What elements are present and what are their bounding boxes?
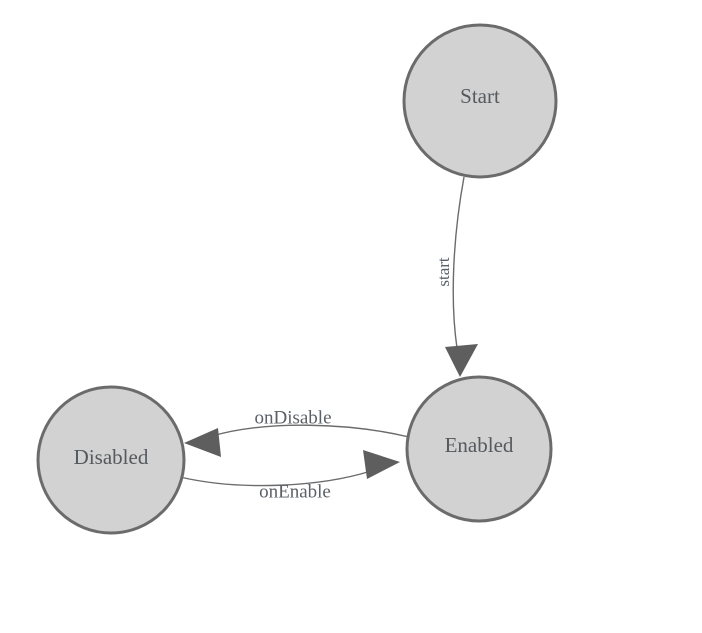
edge-disabled-to-enabled[interactable]: onEnable xyxy=(179,450,400,502)
edge-start-to-enabled[interactable]: start xyxy=(434,176,478,377)
edge-start-to-enabled-line xyxy=(452,176,465,349)
state-node-start[interactable]: Start xyxy=(402,23,558,179)
state-node-disabled-circle[interactable] xyxy=(36,385,186,535)
edge-start-to-enabled-arrowhead xyxy=(445,344,478,377)
state-node-enabled[interactable]: Enabled xyxy=(405,375,553,523)
state-node-start-circle[interactable] xyxy=(402,23,558,179)
edge-disabled-to-enabled-arrowhead xyxy=(363,450,400,479)
state-node-disabled-label: Disabled xyxy=(74,445,149,469)
state-node-enabled-circle[interactable] xyxy=(405,375,553,523)
edge-disabled-to-enabled-line xyxy=(179,470,372,487)
edge-disabled-to-enabled-label: onEnable xyxy=(259,481,331,502)
edge-start-to-enabled-label: start xyxy=(434,257,453,287)
edge-enabled-to-disabled-line xyxy=(211,424,410,438)
state-node-start-label: Start xyxy=(460,84,500,108)
state-node-disabled[interactable]: Disabled xyxy=(36,385,186,535)
state-node-enabled-label: Enabled xyxy=(445,433,514,457)
edge-enabled-to-disabled[interactable]: onDisable xyxy=(184,407,410,457)
edge-enabled-to-disabled-label: onDisable xyxy=(254,407,331,428)
edge-enabled-to-disabled-arrowhead xyxy=(184,428,221,457)
